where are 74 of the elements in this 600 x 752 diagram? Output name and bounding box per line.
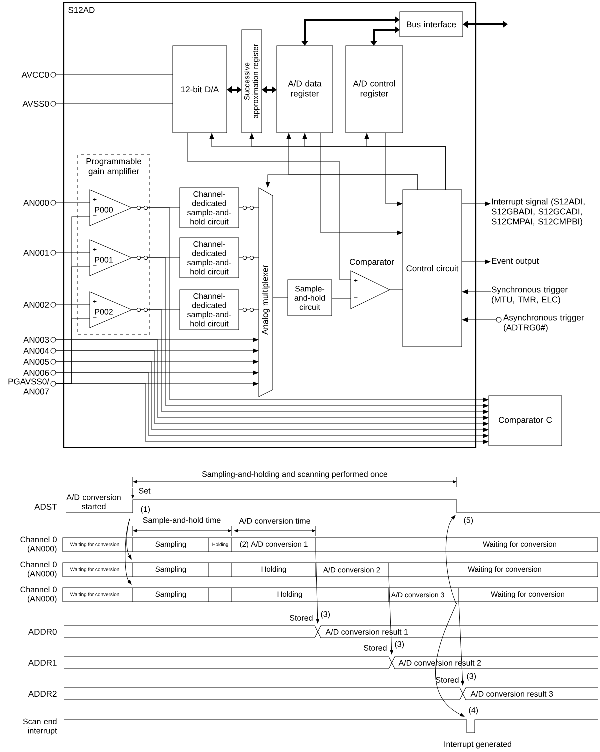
- signal-label: Interrupt signal (S12ADI, S12GBADI, S12GCADI, S12CMPAI, S12CMPBI): [492, 198, 585, 226]
- annotation: Stored: [364, 645, 387, 651]
- annotation: Interrupt generated: [444, 741, 512, 749]
- step-number: (1): [141, 506, 150, 514]
- connection-line: [332, 298, 352, 300]
- signal-name: ADDR1: [28, 660, 57, 666]
- register-box: A/D data register: [276, 46, 334, 134]
- connection-line: [56, 202, 90, 204]
- annotation: A/D conversion started: [66, 494, 121, 510]
- step-number: (3): [467, 673, 476, 681]
- signal-name: Channel 0 (AN000): [20, 536, 57, 554]
- pin-label: AN000: [24, 200, 56, 206]
- arrow: [462, 260, 491, 264]
- annotation: Sampling-and-holding and scanning performed once: [202, 471, 388, 479]
- pin-label: AN002: [24, 302, 56, 308]
- signal-label: Event output: [492, 258, 540, 266]
- signal-name: Channel 0 (AN000): [20, 586, 57, 604]
- arrow: [56, 384, 489, 444]
- step-number: (3): [321, 611, 330, 619]
- circuit-box: Channel-dedicated sample-and-hold circuit: [180, 188, 240, 228]
- annotation: Stored: [436, 677, 459, 683]
- arrow: [320, 132, 403, 236]
- pin-label: AN006: [24, 370, 56, 376]
- step-number: (5): [464, 517, 474, 525]
- arrow: [266, 174, 418, 190]
- arrow: [56, 372, 489, 438]
- arrow: [56, 340, 489, 420]
- step-number: (4): [469, 707, 478, 715]
- arrow: [462, 202, 491, 206]
- value-label: A/D conversion result 3: [470, 691, 554, 697]
- register-box: A/D control register: [346, 46, 404, 134]
- bus-arrow: [227, 86, 242, 94]
- connection-line: [56, 304, 90, 306]
- comparator-box: Comparator C: [488, 396, 562, 446]
- step-number: (3): [395, 641, 404, 649]
- pin-label: AVCC0: [22, 72, 56, 78]
- connection-line: [188, 132, 352, 280]
- pin-label: AN005: [24, 359, 56, 365]
- connection-line: [56, 74, 174, 76]
- circuit-box: Sample-and-hold circuit: [288, 280, 332, 316]
- arrow: [386, 132, 403, 206]
- signal-name: ADST: [34, 504, 58, 510]
- pin-label: AVSS0: [22, 101, 56, 107]
- converter-box: 12-bit D/A: [172, 46, 228, 134]
- signal-name: ADDR0: [28, 629, 57, 635]
- bus-arrow: [463, 20, 508, 28]
- signal-label: Asynchronous trigger (ADTRG0#): [496, 314, 584, 332]
- pin-label: AN001: [24, 250, 56, 256]
- arrow: [132, 208, 489, 402]
- circuit-box: Control circuit: [402, 190, 462, 348]
- signal-label: Synchronous trigger (MTU, TMR, ELC): [492, 286, 568, 304]
- value-label: A/D conversion result 2: [398, 660, 482, 666]
- arrow: [462, 318, 497, 322]
- arrow: [364, 133, 446, 190]
- connection-line: [56, 252, 90, 254]
- arrow: [56, 362, 489, 432]
- circuit-box: Channel-dedicated sample-and-hold circuit: [180, 290, 240, 330]
- pin-label: AN003: [24, 337, 56, 343]
- arrow: [462, 290, 492, 294]
- annotation: Set: [139, 488, 151, 494]
- arrow: [56, 350, 489, 426]
- signal-name: Scan end interrupt: [23, 718, 58, 736]
- pin-label: AN004: [24, 348, 56, 354]
- annotation: Stored: [290, 615, 313, 621]
- annotation: Sample-and-hold time: [143, 517, 221, 525]
- arrow: [132, 258, 489, 408]
- pin-label: PGAVSS0/ AN007: [8, 378, 56, 395]
- circuit-box: Channel-dedicated sample-and-hold circuit: [180, 238, 240, 278]
- signal-name: ADDR2: [28, 691, 57, 697]
- arrow: [132, 310, 489, 414]
- bus-arrow: [262, 86, 277, 94]
- annotation: A/D conversion time: [239, 518, 310, 524]
- signal-name: Channel 0 (AN000): [20, 562, 57, 578]
- bus-interface-box: Bus interface: [400, 12, 464, 38]
